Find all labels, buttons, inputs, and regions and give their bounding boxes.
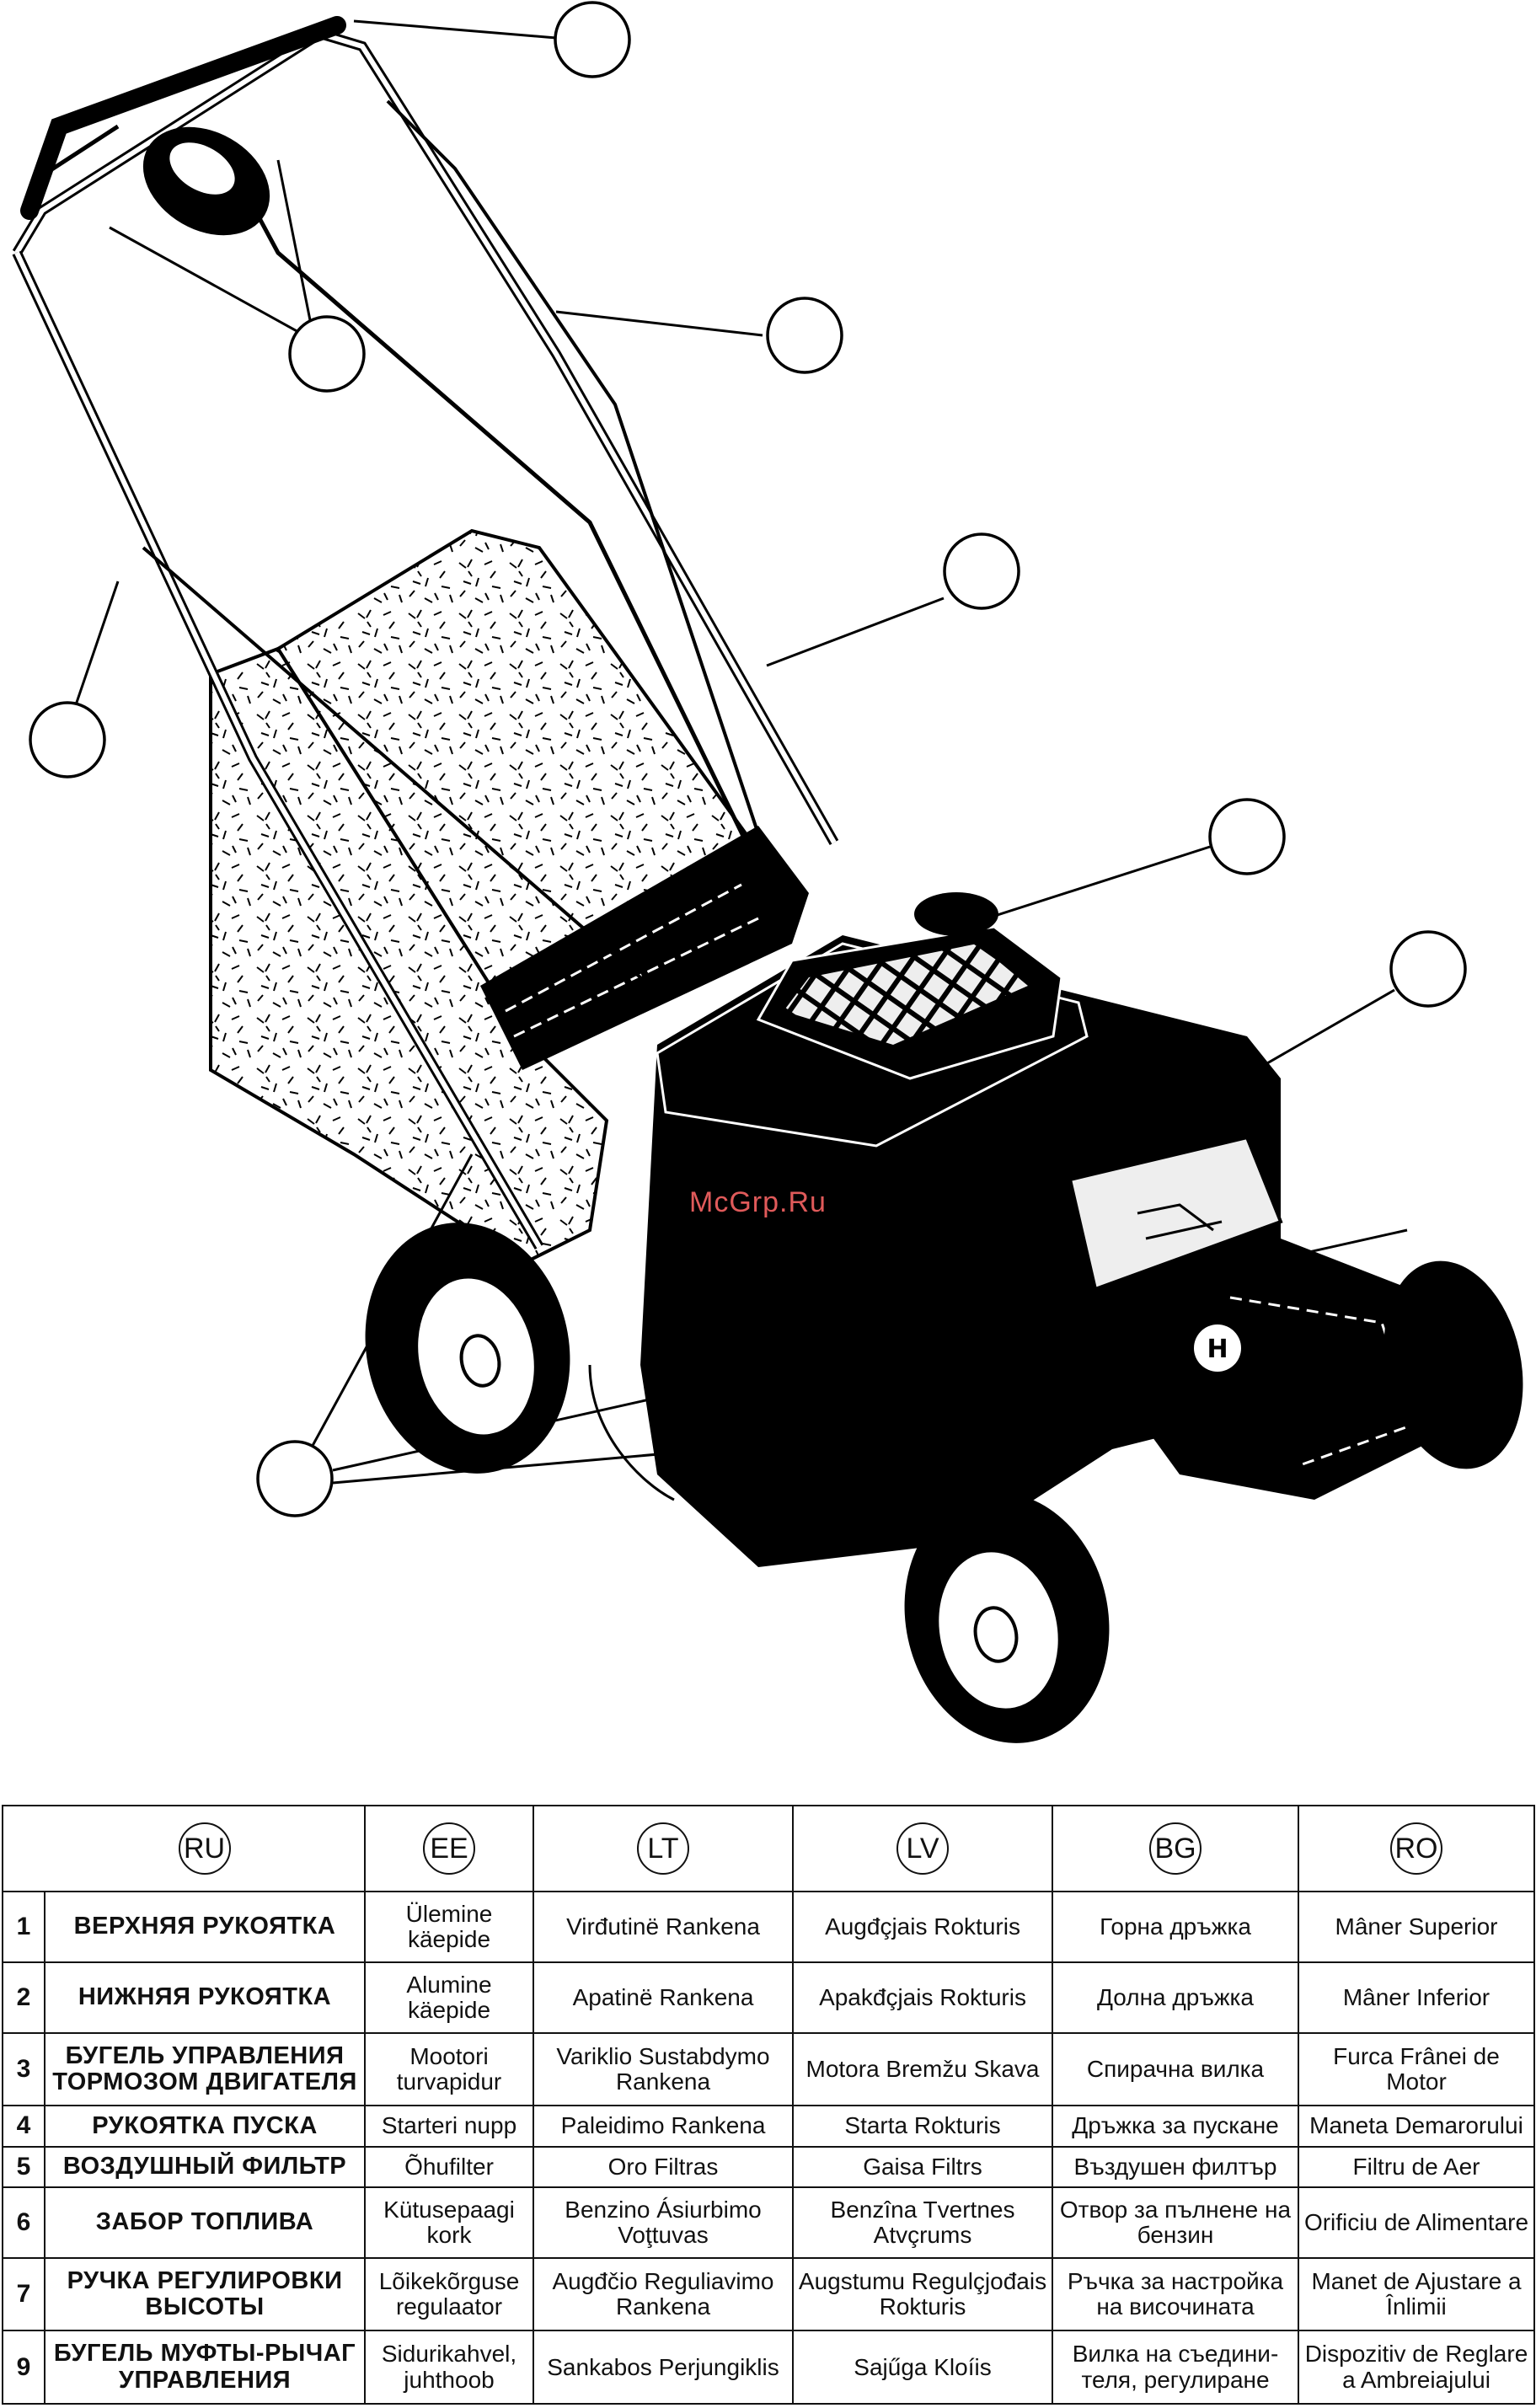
cell-lv: Sajűga Kloíis xyxy=(792,2330,1053,2405)
row-number: 9 xyxy=(2,2330,45,2405)
row-number: 6 xyxy=(2,2186,45,2259)
callout-circles xyxy=(29,1,1467,1517)
row-number: 3 xyxy=(2,2031,45,2107)
cell-lt: Apatinë Rankena xyxy=(533,1961,794,2034)
table-row: 6 ЗАБОР ТОПЛИВА Kütusepaagi kork Benzino… xyxy=(2,2186,1535,2259)
watermark-text: McGrp.Ru xyxy=(689,1186,827,1218)
cell-lv: Augđçjais Rokturis xyxy=(792,1891,1053,1963)
table-row: 5 ВОЗДУШНЫЙ ФИЛЬТР Õhufilter Oro Filtras… xyxy=(2,2145,1535,2189)
cell-ru: РУКОЯТКА ПУСКА xyxy=(44,2105,366,2148)
cell-ru: ЗАБОР ТОПЛИВА xyxy=(44,2186,366,2259)
row-number: 4 xyxy=(2,2105,45,2148)
cell-lv: Augstumu Regulçjođais Rokturis xyxy=(792,2256,1053,2332)
lawn-mower-illustration: H xyxy=(12,1,1523,1743)
parts-legend-table: RU EE LT LV BG RO 1 ВЕРХНЯЯ РУКОЯТКА Üle… xyxy=(2,1805,1535,2405)
cell-lv: Apakđçjais Rokturis xyxy=(792,1961,1053,2034)
cell-lt: Sankabos Perjungiklis xyxy=(533,2330,794,2405)
cell-ro: Mâner Inferior xyxy=(1298,1961,1535,2034)
cell-lt: Augđčio Reguliavimo Rankena xyxy=(533,2256,794,2332)
svg-text:H: H xyxy=(1207,1335,1228,1364)
front-right-wheel xyxy=(1383,1260,1523,1469)
lang-lv: LV xyxy=(792,1805,1053,1892)
cell-lt: Benzino Ásiurbimo Voţtuvas xyxy=(533,2186,794,2259)
cell-bg: Горна дръжка xyxy=(1052,1891,1299,1963)
cell-bg: Дръжка за пускане xyxy=(1052,2105,1299,2148)
cell-ru: РУЧКА РЕГУЛИРОВКИ ВЫСОТЫ xyxy=(44,2256,366,2332)
cell-lt: Paleidimo Rankena xyxy=(533,2105,794,2148)
cell-ro: Maneta Demarorului xyxy=(1298,2105,1535,2148)
cell-ee: Sidurikahvel, juhthoob xyxy=(364,2330,534,2405)
table-row: 1 ВЕРХНЯЯ РУКОЯТКА Ülemine käepide Virđu… xyxy=(2,1891,1535,1963)
table-row: 2 НИЖНЯЯ РУКОЯТКА Alumine käepide Apatin… xyxy=(2,1961,1535,2034)
cell-bg: Спирачна вилка xyxy=(1052,2031,1299,2107)
cell-bg: Ръчка за настройка на височината xyxy=(1052,2256,1299,2332)
front-wheel xyxy=(904,1492,1110,1743)
cell-ro: Furca Frânei de Motor xyxy=(1298,2031,1535,2107)
row-number: 5 xyxy=(2,2145,45,2189)
cell-lv: Motora Bremžu Skava xyxy=(792,2031,1053,2107)
cell-lt: Variklio Sustabdymo Rankena xyxy=(533,2031,794,2107)
cell-lt: Virđutinë Rankena xyxy=(533,1891,794,1963)
language-header-row: RU EE LT LV BG RO xyxy=(2,1805,1535,1892)
row-number: 1 xyxy=(2,1891,45,1963)
cell-ee: Starteri nupp xyxy=(364,2105,534,2148)
table-row: 9 БУГЕЛЬ МУФТЫ-РЫЧАГ УПРАВЛЕНИЯ Sidurika… xyxy=(2,2330,1535,2405)
cell-ro: Manet de Ajustare a Înlimii xyxy=(1298,2256,1535,2332)
cell-ro: Filtru de Aer xyxy=(1298,2145,1535,2189)
table-row: 7 РУЧКА РЕГУЛИРОВКИ ВЫСОТЫ Lõikekõrguse … xyxy=(2,2256,1535,2332)
cell-ee: Mootori turvapidur xyxy=(364,2031,534,2107)
cell-ee: Ülemine käepide xyxy=(364,1891,534,1963)
lang-ee: EE xyxy=(364,1805,534,1892)
row-number: 2 xyxy=(2,1961,45,2034)
cell-bg: Вилка на съедини-теля, регулиране xyxy=(1052,2330,1299,2405)
lang-lt: LT xyxy=(533,1805,794,1892)
cell-bg: Долна дръжка xyxy=(1052,1961,1299,2034)
cell-ru: ВЕРХНЯЯ РУКОЯТКА xyxy=(44,1891,366,1963)
cell-lt: Oro Filtras xyxy=(533,2145,794,2189)
table-row: 3 БУГЕЛЬ УПРАВЛЕНИЯ ТОРМОЗОМ ДВИГАТЕЛЯ M… xyxy=(2,2031,1535,2107)
cell-lv: Benzîna Tvertnes Atvçrums xyxy=(792,2186,1053,2259)
mower-deck: H xyxy=(588,892,1449,1567)
cell-lv: Starta Rokturis xyxy=(792,2105,1053,2148)
cell-ee: Alumine käepide xyxy=(364,1961,534,2034)
cell-ee: Õhufilter xyxy=(364,2145,534,2189)
cell-ro: Orificiu de Alimentare xyxy=(1298,2186,1535,2259)
cell-bg: Въздушен филтър xyxy=(1052,2145,1299,2189)
row-number: 7 xyxy=(2,2256,45,2332)
table-row: 4 РУКОЯТКА ПУСКА Starteri nupp Paleidimo… xyxy=(2,2105,1535,2148)
rear-wheel xyxy=(365,1223,570,1474)
lang-bg: BG xyxy=(1052,1805,1299,1892)
engine-control-box xyxy=(142,126,270,236)
header-blank xyxy=(2,1805,45,1892)
cell-bg: Отвор за пълнене на бензин xyxy=(1052,2186,1299,2259)
cell-ro: Mâner Superior xyxy=(1298,1891,1535,1963)
cell-ee: Kütusepaagi kork xyxy=(364,2186,534,2259)
cell-ro: Dispozitiv de Reglare a Ambreiajului xyxy=(1298,2330,1535,2405)
callouts xyxy=(67,19,1408,1485)
cell-ru: БУГЕЛЬ МУФТЫ-РЫЧАГ УПРАВЛЕНИЯ xyxy=(44,2330,366,2405)
cell-ee: Lõikekõrguse regulaator xyxy=(364,2256,534,2332)
lang-ru: RU xyxy=(45,1805,366,1892)
grass-bag xyxy=(209,528,809,1266)
lang-ro: RO xyxy=(1298,1805,1535,1892)
cell-ru: НИЖНЯЯ РУКОЯТКА xyxy=(44,1961,366,2034)
cell-lv: Gaisa Filtrs xyxy=(792,2145,1053,2189)
cell-ru: ВОЗДУШНЫЙ ФИЛЬТР xyxy=(44,2145,366,2189)
cell-ru: БУГЕЛЬ УПРАВЛЕНИЯ ТОРМОЗОМ ДВИГАТЕЛЯ xyxy=(44,2031,366,2107)
